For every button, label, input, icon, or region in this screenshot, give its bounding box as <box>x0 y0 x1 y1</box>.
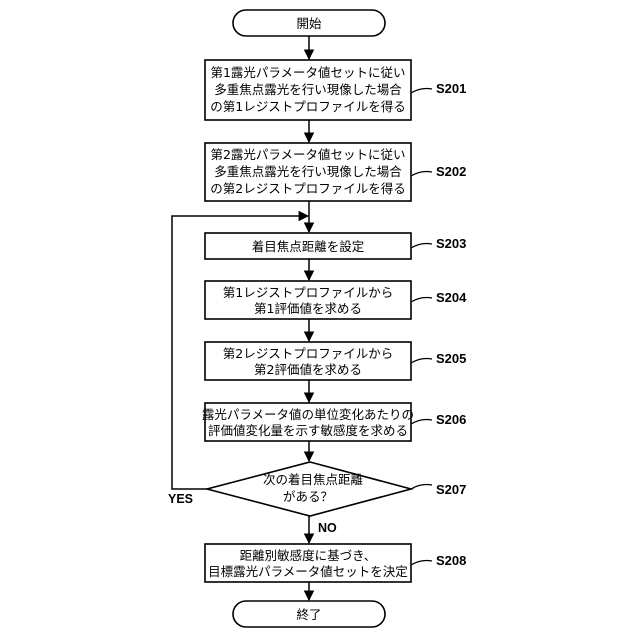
s204-leader-line <box>411 298 432 303</box>
step-s203: 着目焦点距離を設定 S203 <box>205 233 466 259</box>
decision-s207: 次の着目焦点距離 がある？ S207 <box>207 462 466 516</box>
s208-text-line-2: 目標露光パラメータ値セットを決定 <box>208 564 408 579</box>
s208-text-line-1: 距離別敏感度に基づき、 <box>240 548 377 563</box>
s208-leader-line <box>411 561 432 566</box>
s205-text-line-2: 第2評価値を求める <box>254 362 362 377</box>
s206-text-line-1: 露光パラメータ値の単位変化あたりの <box>202 407 414 422</box>
s205-leader-line <box>411 359 432 364</box>
s207-step-id: S207 <box>436 482 466 497</box>
s202-text-line-3: の第2レジストプロファイルを得る <box>210 181 405 196</box>
s201-text-line-2: 多重焦点露光を行い現像した場合 <box>214 82 402 97</box>
start-terminal: 開始 <box>233 10 385 36</box>
step-s202: 第2露光パラメータ値セットに従い 多重焦点露光を行い現像した場合 の第2レジスト… <box>205 143 466 201</box>
s203-step-id: S203 <box>436 236 466 251</box>
s201-text-line-1: 第1露光パラメータ値セットに従い <box>210 65 405 80</box>
s201-step-id: S201 <box>436 81 466 96</box>
s202-leader-line <box>411 172 432 177</box>
branch-no-label: NO <box>318 521 337 535</box>
s205-step-id: S205 <box>436 351 466 366</box>
start-label: 開始 <box>296 16 322 31</box>
s204-text-line-1: 第1レジストプロファイルから <box>223 285 393 300</box>
s208-step-id: S208 <box>436 553 466 568</box>
end-terminal: 終了 <box>233 601 385 627</box>
branch-yes-label: YES <box>168 492 193 506</box>
s206-leader-line <box>411 420 432 425</box>
s205-text-line-1: 第2レジストプロファイルから <box>223 346 393 361</box>
s207-text-line-2: がある？ <box>283 489 333 504</box>
step-s201: 第1露光パラメータ値セットに従い 多重焦点露光を行い現像した場合 の第1レジスト… <box>205 60 466 120</box>
s203-text-line-1: 着目焦点距離を設定 <box>252 239 365 254</box>
s207-text-line-1: 次の着目焦点距離 <box>263 472 364 487</box>
s202-step-id: S202 <box>436 164 466 179</box>
step-s208: 距離別敏感度に基づき、 目標露光パラメータ値セットを決定 S208 <box>205 544 466 582</box>
s202-text-line-1: 第2露光パラメータ値セットに従い <box>210 147 405 162</box>
end-label: 終了 <box>296 607 321 622</box>
step-s204: 第1レジストプロファイルから 第1評価値を求める S204 <box>205 281 467 319</box>
s201-text-line-3: の第1レジストプロファイルを得る <box>210 99 405 114</box>
s203-leader-line <box>411 244 432 249</box>
s204-text-line-2: 第1評価値を求める <box>254 301 362 316</box>
s206-text-line-2: 評価値変化量を示す敏感度を求める <box>208 423 408 438</box>
s204-step-id: S204 <box>436 290 467 305</box>
s202-text-line-2: 多重焦点露光を行い現像した場合 <box>214 164 402 179</box>
step-s205: 第2レジストプロファイルから 第2評価値を求める S205 <box>205 342 466 380</box>
s207-leader-line <box>411 485 432 490</box>
s206-step-id: S206 <box>436 412 466 427</box>
s201-leader-line <box>411 89 432 94</box>
step-s206: 露光パラメータ値の単位変化あたりの 評価値変化量を示す敏感度を求める S206 <box>202 403 466 441</box>
